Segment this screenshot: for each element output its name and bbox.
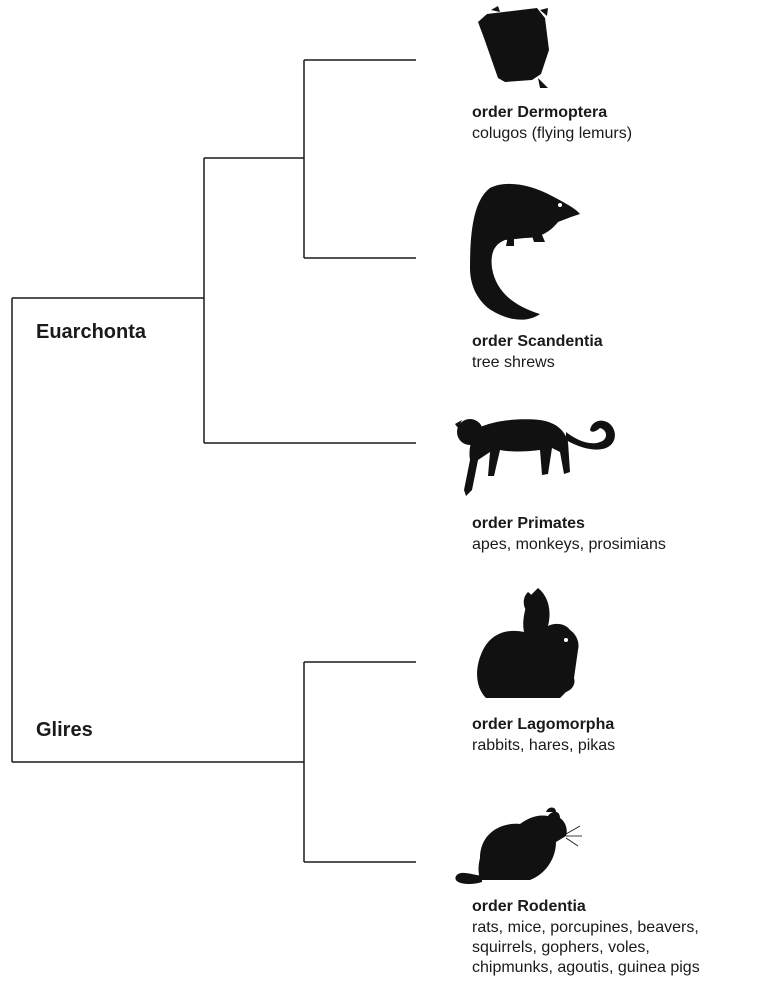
order-name-rodentia: order Rodentia bbox=[472, 898, 586, 916]
order-desc-line: tree shrews bbox=[472, 353, 555, 373]
order-name-primates: order Primates bbox=[472, 515, 585, 533]
order-desc-line: squirrels, gophers, voles, bbox=[472, 938, 700, 958]
clade-label-euarchonta: Euarchonta bbox=[36, 321, 146, 344]
colugo-icon bbox=[478, 6, 549, 88]
order-desc-scandentia: tree shrews bbox=[472, 353, 555, 373]
order-desc-rodentia: rats, mice, porcupines, beavers, squirre… bbox=[472, 918, 700, 978]
order-desc-line: rabbits, hares, pikas bbox=[472, 736, 615, 756]
order-name-scandentia: order Scandentia bbox=[472, 333, 603, 351]
tree-shrew-icon bbox=[470, 184, 580, 320]
order-desc-line: rats, mice, porcupines, beavers, bbox=[472, 918, 700, 938]
order-name-lagomorpha: order Lagomorpha bbox=[472, 716, 614, 734]
monkey-icon bbox=[455, 419, 615, 496]
rabbit-icon bbox=[477, 588, 578, 698]
order-desc-line: chipmunks, agoutis, guinea pigs bbox=[472, 958, 700, 978]
order-desc-line: apes, monkeys, prosimians bbox=[472, 535, 666, 555]
order-desc-line: colugos (flying lemurs) bbox=[472, 124, 632, 144]
mouse-icon bbox=[455, 808, 566, 885]
order-name-dermoptera: order Dermoptera bbox=[472, 104, 607, 122]
order-desc-lagomorpha: rabbits, hares, pikas bbox=[472, 736, 615, 756]
order-desc-dermoptera: colugos (flying lemurs) bbox=[472, 124, 632, 144]
mouse-whiskers bbox=[566, 826, 582, 846]
clade-label-glires: Glires bbox=[36, 719, 93, 742]
order-desc-primates: apes, monkeys, prosimians bbox=[472, 535, 666, 555]
